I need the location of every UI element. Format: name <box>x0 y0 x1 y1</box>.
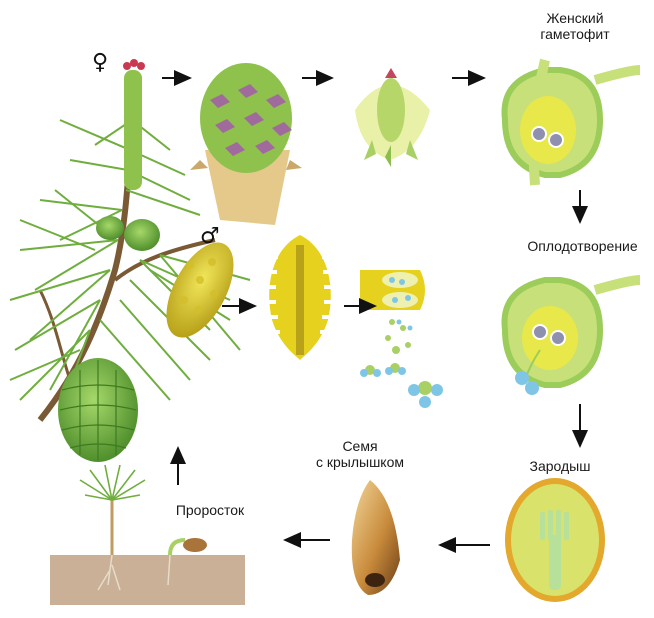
pollen-sac <box>360 270 425 310</box>
embryo-label: Зародыш <box>529 458 591 474</box>
female-gametophyte <box>501 58 641 186</box>
cycle-arrows <box>162 70 588 553</box>
seedling-label: Проросток <box>175 502 245 518</box>
embryo-illustration <box>505 478 605 602</box>
pine-branch <box>9 59 251 462</box>
young-cone-2 <box>96 216 124 240</box>
female-cone-tips <box>123 59 145 70</box>
seed-scale-closeup <box>355 68 430 167</box>
male-symbol: ♂ <box>200 224 220 249</box>
female-shoot <box>124 70 142 190</box>
male-cone-section <box>264 235 336 360</box>
female-gametophyte-label-line2: гаметофит <box>540 26 610 42</box>
winged-seed-label: Семя с крылышком <box>300 438 420 470</box>
pollen-grains <box>360 319 443 408</box>
female-symbol: ♀ <box>92 50 109 75</box>
winged-seed <box>351 480 400 595</box>
winged-seed-label-line1: Семя <box>342 438 378 454</box>
soil <box>50 555 245 605</box>
fertilization-illustration <box>501 275 641 395</box>
winged-seed-label-line2: с крылышком <box>315 454 405 470</box>
young-cone <box>124 219 160 251</box>
female-gametophyte-label-line1: Женский <box>546 10 604 26</box>
fertilization-label: Оплодотворение <box>527 238 638 254</box>
female-gametophyte-label: Женский гаметофит <box>515 10 635 42</box>
male-cone <box>166 242 234 338</box>
seedling-illustration <box>50 464 245 605</box>
female-cone-closeup <box>190 63 302 225</box>
